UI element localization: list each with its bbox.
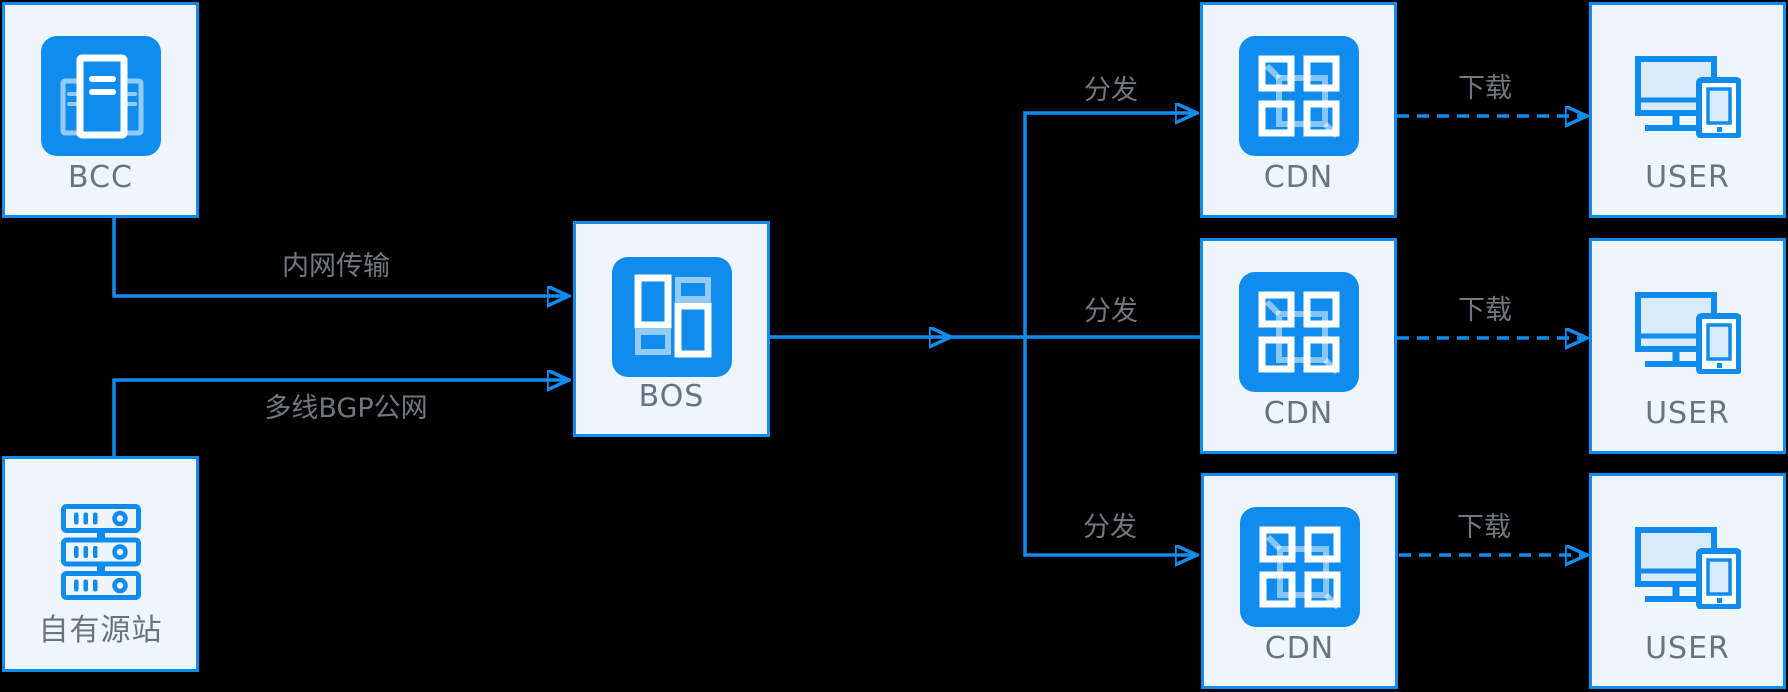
node-label-bos: BOS: [638, 379, 705, 414]
node-cdn-1: CDN: [1200, 2, 1397, 218]
node-user-3: USER: [1589, 473, 1786, 689]
node-cdn-3: CDN: [1201, 473, 1398, 689]
bos-object-storage-icon: [611, 257, 732, 377]
node-label-cdn-1: CDN: [1263, 160, 1334, 195]
node-cdn-2: CDN: [1200, 238, 1397, 454]
node-bcc: BCC: [2, 2, 199, 218]
node-label-user-2: USER: [1645, 396, 1730, 431]
edge-branch-to-cdn-1-and-3: [1023, 113, 1196, 555]
user-devices-icon: [1634, 527, 1741, 609]
node-label-bcc: BCC: [68, 160, 133, 195]
cdn-grid-cube-icon: [1238, 272, 1359, 392]
edge-label-intranet-transfer: 内网传输: [282, 251, 390, 282]
node-label-user-3: USER: [1645, 631, 1730, 666]
edge-origin-to-bos: [112, 380, 568, 456]
node-user-2: USER: [1589, 238, 1786, 454]
edge-label-distribute-2: 分发: [1084, 296, 1138, 327]
user-devices-icon: [1634, 292, 1741, 374]
cdn-grid-cube-icon: [1239, 507, 1360, 627]
edge-label-distribute-1: 分发: [1084, 75, 1138, 106]
edge-label-download-3: 下载: [1457, 512, 1511, 543]
edge-label-download-1: 下载: [1458, 73, 1512, 104]
edge-label-distribute-3: 分发: [1083, 512, 1137, 543]
origin-server-rack-icon: [60, 504, 141, 600]
cdn-grid-cube-icon: [1238, 36, 1359, 156]
node-origin-site: 自有源站: [2, 456, 199, 672]
edge-label-download-2: 下载: [1458, 295, 1512, 326]
edge-bcc-to-bos: [112, 218, 568, 296]
node-user-1: USER: [1589, 2, 1786, 218]
user-devices-icon: [1634, 56, 1741, 138]
edge-label-bgp-public-network: 多线BGP公网: [264, 393, 428, 424]
node-bos: BOS: [573, 221, 770, 437]
node-label-user-1: USER: [1645, 160, 1730, 195]
bcc-compute-servers-icon: [40, 36, 161, 156]
node-label-cdn-2: CDN: [1263, 396, 1334, 431]
node-label-origin-site: 自有源站: [38, 613, 163, 648]
node-label-cdn-3: CDN: [1264, 631, 1335, 666]
